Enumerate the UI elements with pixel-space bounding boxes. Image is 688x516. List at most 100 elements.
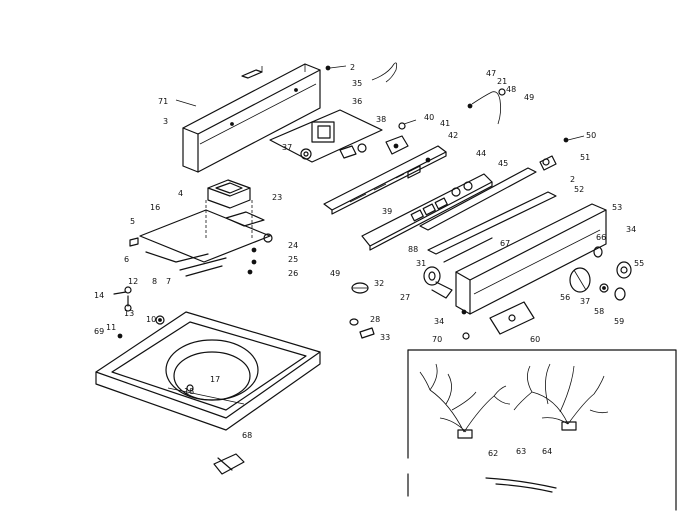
callout-42: 42 <box>448 131 458 140</box>
callout-58: 58 <box>594 307 604 316</box>
callout-67: 67 <box>500 239 510 248</box>
dial-56 <box>569 267 591 293</box>
callout-23: 23 <box>272 193 282 202</box>
callout-4: 4 <box>178 189 183 198</box>
callout-10: 10 <box>146 315 156 324</box>
connector-48 <box>498 88 506 96</box>
hinge-rod <box>145 251 227 277</box>
callout-64: 64 <box>542 447 552 456</box>
callout-62: 62 <box>488 449 498 458</box>
callout-41: 41 <box>440 119 450 128</box>
callout-21: 21 <box>497 77 507 86</box>
part-32 <box>351 282 369 294</box>
callout-56: 56 <box>560 293 570 302</box>
callout-2b: 2 <box>570 175 575 184</box>
callout-66: 66 <box>596 233 606 242</box>
clip-5 <box>129 237 139 247</box>
callout-7: 7 <box>166 277 171 286</box>
top-cover <box>182 63 321 173</box>
hardware-12 <box>113 286 132 312</box>
callout-45: 45 <box>498 159 508 168</box>
callout-36: 36 <box>352 97 362 106</box>
callout-53: 53 <box>612 203 622 212</box>
callout-16: 16 <box>150 203 160 212</box>
callout-49b: 49 <box>330 269 340 278</box>
callout-37b: 37 <box>580 297 590 306</box>
callout-49a: 49 <box>524 93 534 102</box>
tub-top <box>95 311 321 431</box>
screw-2a <box>325 65 331 71</box>
leader-2a <box>329 65 347 69</box>
knob-55 <box>616 261 632 279</box>
callout-13: 13 <box>124 309 134 318</box>
callout-34a: 34 <box>626 225 636 234</box>
callout-8: 8 <box>152 277 157 286</box>
knob-59 <box>614 287 626 301</box>
timer-bracket <box>269 109 383 163</box>
callout-60: 60 <box>530 335 540 344</box>
callout-71: 71 <box>158 97 168 106</box>
callout-48: 48 <box>506 85 516 94</box>
leader-71 <box>175 99 197 107</box>
callout-5: 5 <box>130 217 135 226</box>
knob-58 <box>599 283 609 293</box>
harness-64 <box>513 363 609 431</box>
connector-47 <box>467 103 473 109</box>
callout-28: 28 <box>370 315 380 324</box>
control-panel-insert <box>361 173 493 251</box>
callout-31: 31 <box>416 259 426 268</box>
top-clip <box>241 66 263 79</box>
callout-24: 24 <box>288 241 298 250</box>
callout-18: 18 <box>184 387 194 396</box>
harness-62 <box>419 363 511 439</box>
callout-59: 59 <box>614 317 624 326</box>
switch-41 <box>385 119 417 155</box>
callout-88: 88 <box>408 245 418 254</box>
callout-38: 38 <box>376 115 386 124</box>
screw-50 <box>563 137 569 143</box>
callout-35: 35 <box>352 79 362 88</box>
callout-25: 25 <box>288 255 298 264</box>
callout-70: 70 <box>432 335 442 344</box>
knob-31 <box>423 266 453 299</box>
callout-47: 47 <box>486 69 496 78</box>
callout-27: 27 <box>400 293 410 302</box>
callout-50: 50 <box>586 131 596 140</box>
callout-11: 11 <box>106 323 116 332</box>
screw-34b <box>461 309 467 315</box>
callout-3: 3 <box>163 117 168 126</box>
bracket-60 <box>489 301 535 335</box>
callout-17: 17 <box>210 375 220 384</box>
wire-47 <box>471 91 502 125</box>
callout-14: 14 <box>94 291 104 300</box>
callout-69: 69 <box>94 327 104 336</box>
callout-6: 6 <box>124 255 129 264</box>
callout-2a: 2 <box>350 63 355 72</box>
callout-63: 63 <box>516 447 526 456</box>
lid-plate-16 <box>139 209 273 275</box>
callout-32: 32 <box>374 279 384 288</box>
leader-50 <box>567 135 585 141</box>
hardware-69 <box>117 333 123 339</box>
callout-12: 12 <box>128 277 138 286</box>
callout-40: 40 <box>424 113 434 122</box>
console-end-cap <box>539 155 557 171</box>
control-panel-strip <box>323 145 447 215</box>
callout-34b: 34 <box>434 317 444 326</box>
callout-39: 39 <box>382 207 392 216</box>
part-70 <box>462 332 470 340</box>
part-28 <box>349 318 359 326</box>
part-68 <box>213 453 245 475</box>
inset-frame <box>407 349 677 511</box>
hinge-23 <box>205 179 253 240</box>
callout-51: 51 <box>580 153 590 162</box>
knob-66 <box>593 246 603 258</box>
callout-68: 68 <box>242 431 252 440</box>
callout-37a: 37 <box>282 143 292 152</box>
callout-55: 55 <box>634 259 644 268</box>
callout-26: 26 <box>288 269 298 278</box>
callout-44: 44 <box>476 149 486 158</box>
wire-35 <box>371 62 398 83</box>
